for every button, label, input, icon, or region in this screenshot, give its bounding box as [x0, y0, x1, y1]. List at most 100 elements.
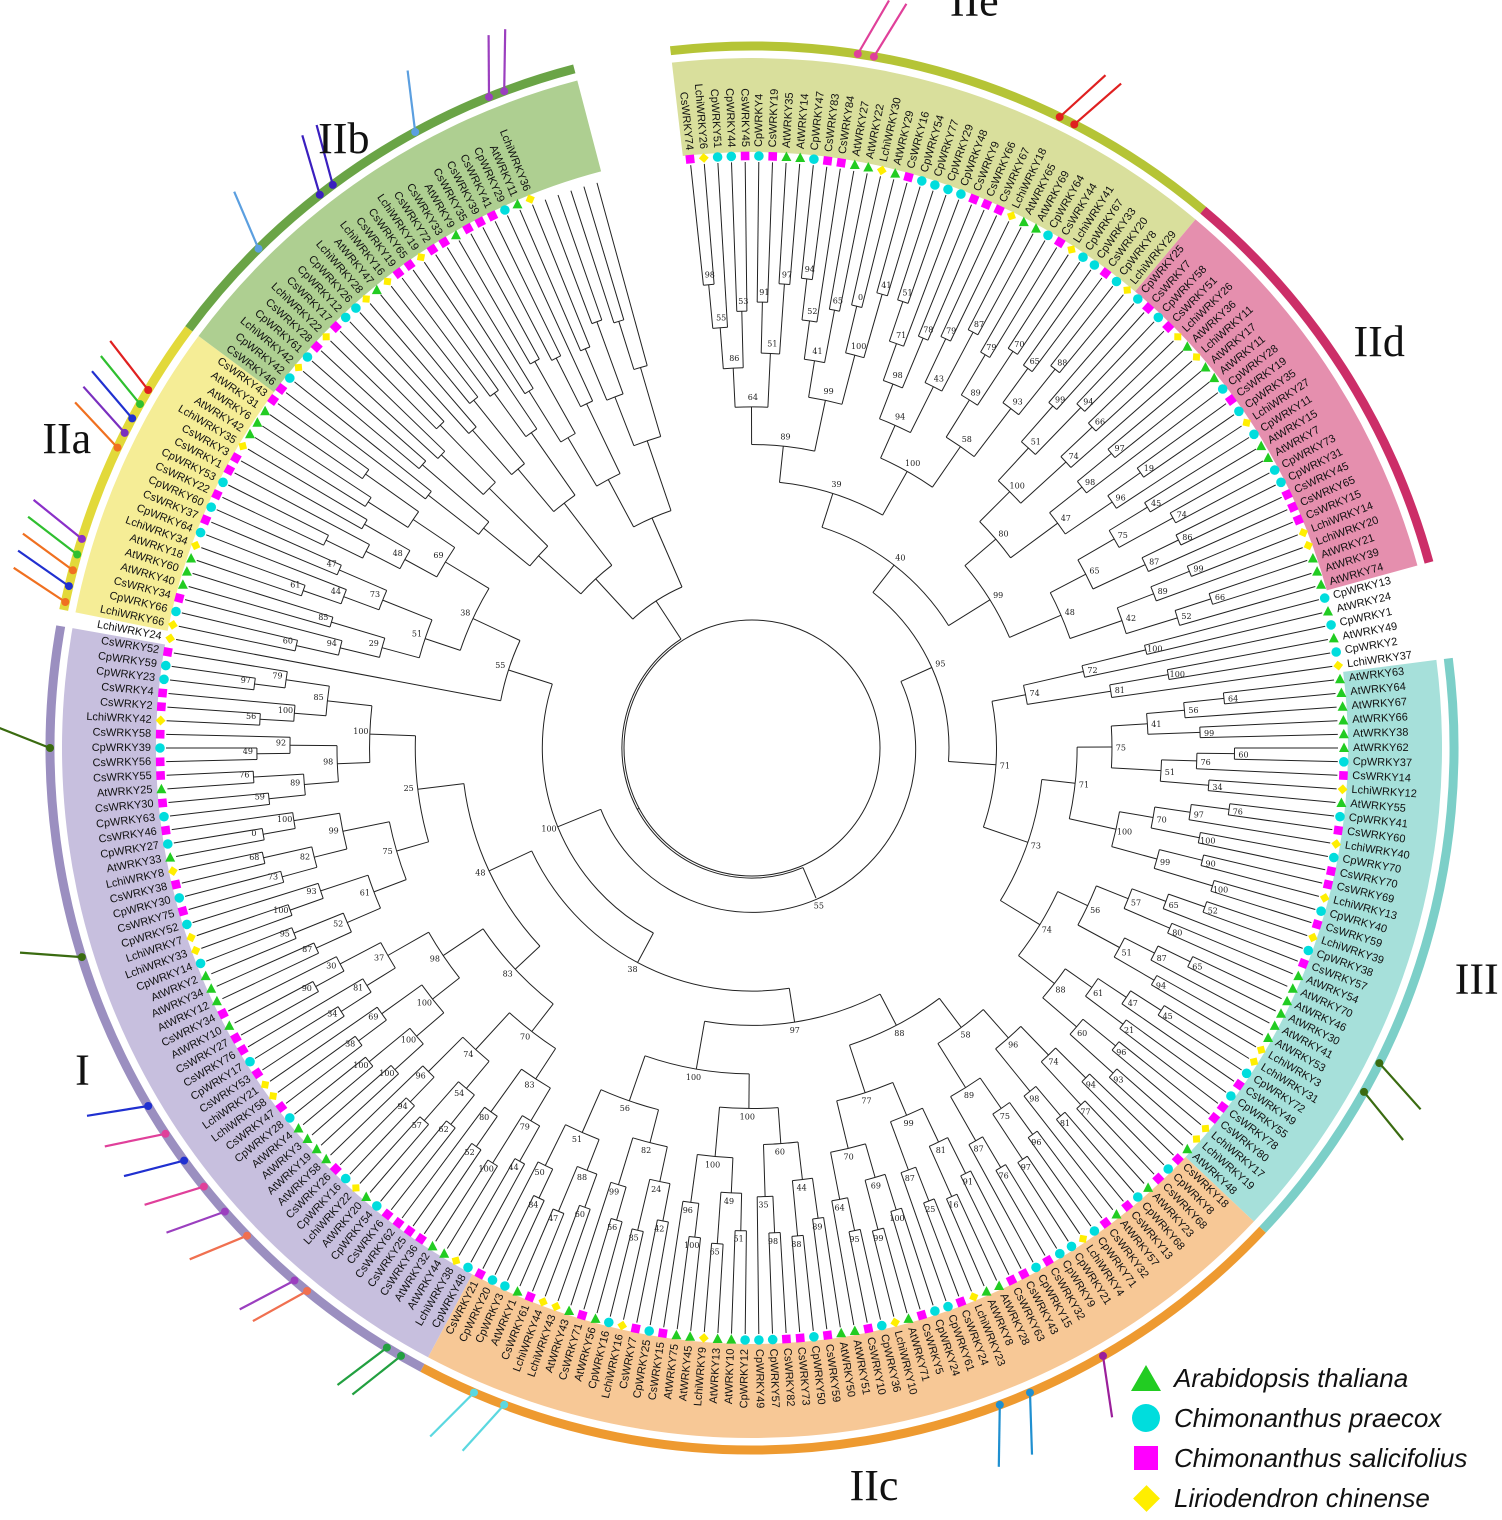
branch [347, 907, 381, 924]
branch [1208, 779, 1337, 790]
yellow-diamond-icon [1128, 1483, 1164, 1513]
bootstrap-value: 45 [1163, 1012, 1173, 1021]
salicifolius-marker-icon [968, 193, 980, 205]
branch [330, 1065, 424, 1156]
bootstrap-value: 100 [417, 998, 432, 1007]
branch [168, 792, 269, 803]
branch [1021, 405, 1054, 443]
branch [791, 1236, 801, 1333]
highlight-arrow [13, 566, 66, 603]
branch [1234, 758, 1338, 763]
branch [184, 870, 281, 897]
bootstrap-value: 64 [748, 393, 758, 402]
bootstrap-value: 85 [314, 693, 324, 702]
branch [888, 301, 904, 342]
branch [534, 361, 576, 434]
branch [802, 1235, 814, 1331]
arrow-head-icon [136, 400, 144, 409]
branch-arc [1167, 923, 1173, 934]
highlight-arrow [856, 0, 890, 55]
branch [863, 294, 883, 358]
highlight-arrow [27, 515, 78, 556]
praecox-marker-icon [1339, 757, 1349, 767]
branch [532, 204, 591, 348]
branch-arc [821, 526, 950, 626]
branch [933, 1198, 972, 1292]
bootstrap-value: 47 [548, 1214, 558, 1223]
highlight-arrow [17, 549, 70, 588]
bootstrap-value: 45 [1151, 499, 1161, 508]
branch [563, 502, 613, 566]
branch [831, 1200, 855, 1326]
arabidopsis-marker-icon [245, 428, 255, 439]
arabidopsis-marker-icon [1323, 606, 1333, 616]
bootstrap-value: 52 [1208, 907, 1218, 916]
branch [596, 182, 648, 366]
highlight-arrow [1363, 1091, 1404, 1141]
highlight-arrow [233, 191, 260, 250]
branch [1035, 407, 1082, 455]
bootstrap-value: 86 [1182, 533, 1192, 542]
branch [851, 176, 881, 306]
branch-arc [580, 400, 593, 408]
salicifolius-marker-icon [403, 259, 416, 271]
branch [983, 826, 1028, 843]
branch [519, 209, 582, 351]
liriodendron-marker-icon [269, 1091, 278, 1101]
clade-band-i [61, 628, 473, 1358]
praecox-marker-icon [930, 180, 940, 190]
branch [937, 1043, 967, 1088]
branch-arc [405, 1097, 415, 1107]
salicifolius-marker-icon [1232, 1078, 1245, 1091]
branch [494, 221, 562, 357]
branch [240, 991, 319, 1036]
bootstrap-value: 86 [729, 354, 739, 363]
bootstrap-value: 98 [893, 371, 903, 380]
arabidopsis-marker-icon [903, 1313, 914, 1323]
bootstrap-value: 98 [705, 271, 715, 280]
branch [717, 1244, 724, 1334]
salicifolius-marker-icon [217, 1007, 229, 1020]
leaf-label: AtWRKY67 [1351, 696, 1407, 712]
bootstrap-value: 83 [503, 969, 513, 978]
branch [181, 612, 298, 641]
branch [1018, 368, 1056, 416]
branch [1161, 759, 1197, 762]
liriodendron-marker-icon [352, 1184, 360, 1192]
branch-arc [531, 850, 790, 992]
leaf-label: AtWRKY62 [1353, 742, 1409, 754]
highlight-arrow [461, 1404, 506, 1452]
salicifolius-marker-icon [993, 204, 1005, 216]
branch-arc [361, 469, 370, 479]
arabidopsis-marker-icon [1293, 970, 1304, 981]
branch [1199, 720, 1338, 728]
branch [263, 846, 312, 859]
root-circle [623, 619, 881, 877]
branch-arc [362, 978, 372, 993]
branch [915, 1167, 930, 1202]
branch [320, 1073, 399, 1146]
branch [234, 981, 314, 1024]
salicifolius-marker-icon [1208, 1111, 1221, 1124]
highlight-arrow [252, 1290, 308, 1323]
branch [890, 1121, 909, 1171]
bootstrap-value: 80 [479, 1113, 489, 1122]
arrow-head-icon [1360, 1087, 1368, 1096]
leaf-label: CpWRKY49 [753, 1349, 766, 1408]
bootstrap-value: 71 [1000, 761, 1010, 770]
arrow-head-icon [73, 550, 82, 559]
branch [320, 350, 439, 459]
clade-ring-iic [420, 1226, 1266, 1455]
bootstrap-value: 55 [814, 902, 824, 911]
highlight-arrow [123, 1159, 185, 1178]
salicifolius-marker-icon [980, 198, 993, 211]
bootstrap-value: 75 [383, 847, 393, 856]
branch-arc [335, 956, 345, 972]
leaf-label: CpWRKY51 [708, 88, 723, 148]
branch-arc [950, 1077, 981, 1098]
branch [570, 1182, 612, 1306]
branch [989, 247, 1058, 358]
praecox-marker-icon [1276, 477, 1286, 488]
salicifolius-marker-icon [903, 171, 914, 183]
branch [228, 484, 329, 536]
